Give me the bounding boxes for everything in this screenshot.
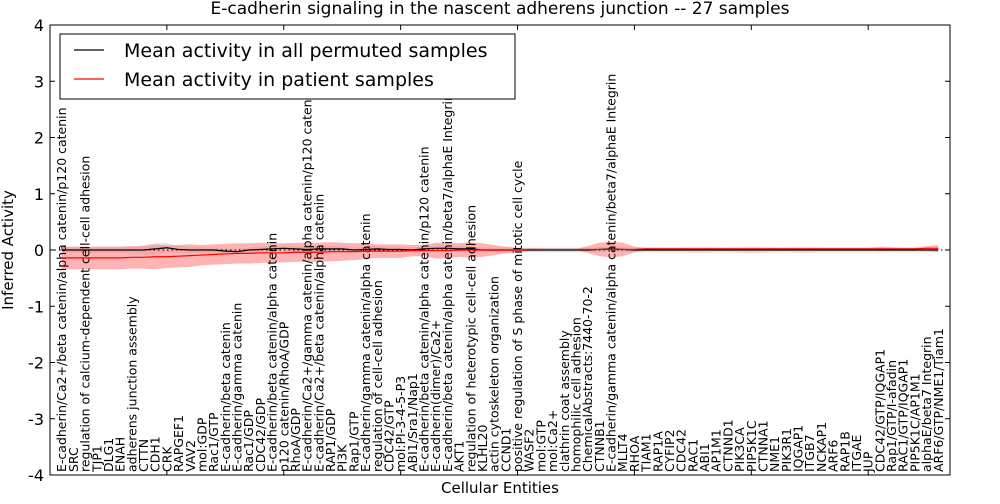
x-tick-label: E-cadherin/beta catenin/alpha catenin/be… <box>440 93 455 472</box>
x-tick-label: ABI1/Sra1/Nap1 <box>405 373 420 472</box>
x-tick-label: CDH1 <box>148 436 163 472</box>
y-tick-labels: -4 -3 -2 -1 0 1 2 3 4 <box>28 16 44 485</box>
x-tick-label: AP1M1 <box>709 429 724 472</box>
y-tick-label: 0 <box>34 241 44 260</box>
x-tick-label: NCKAP1 <box>814 422 829 472</box>
x-tick-label: mol:GDP <box>194 417 209 472</box>
x-tick-label: VAV2 <box>183 440 198 472</box>
chart-title: E-cadherin signaling in the nascent adhe… <box>211 0 790 19</box>
x-tick-label: ABI1 <box>697 443 712 472</box>
x-tick-labels: E-cadherin/Ca2+/beta catenin/alpha caten… <box>54 74 946 473</box>
x-tick-label: IQGAP1 <box>791 425 806 472</box>
x-tick-label: RAP1B <box>837 431 852 472</box>
x-tick-label: CDC42/GDP <box>253 397 268 472</box>
y-tick-label: -3 <box>28 410 44 429</box>
x-tick-label: E-cadherin/beta catenin/alpha catenin <box>265 233 280 472</box>
x-tick-label: PI3K <box>335 444 350 472</box>
x-tick-label: E-cadherin/Ca2+/beta catenin/alpha caten… <box>311 194 326 472</box>
y-tick-label: 1 <box>34 185 44 204</box>
x-tick-label: Rap1/GTP <box>346 411 361 472</box>
y-tick-label: 4 <box>34 16 44 35</box>
x-tick-label: KLHL20 <box>475 425 490 472</box>
x-tick-label: ENAH <box>113 437 128 472</box>
x-tick-label: alphaE/beta7 Integrin <box>919 336 934 472</box>
x-tick-label: regulation of cell-cell adhesion <box>370 280 385 472</box>
x-tick-label: CTTN <box>136 439 151 472</box>
x-tick-label: PIK3R1 <box>779 428 794 472</box>
x-tick-label: clathrin coat assembly <box>557 330 572 472</box>
x-tick-label: p120 catenin/RhoA/GDP <box>276 321 291 472</box>
x-tick-label: RHOA <box>627 435 642 472</box>
x-tick-label: CTNNB1 <box>592 420 607 472</box>
x-tick-label: regulation of heterotypic cell-cell adhe… <box>463 205 478 472</box>
x-tick-label: actin cytoskeleton organization <box>487 276 502 472</box>
x-tick-label: E-cadherin/beta catenin/alpha catenin/p1… <box>417 146 432 472</box>
x-tick-label: JUP <box>861 451 876 473</box>
x-tick-label: ITGAE <box>849 434 864 472</box>
x-tick-label: TIAM1 <box>639 433 654 473</box>
x-tick-label: DLG1 <box>101 438 116 472</box>
x-tick-label: RAC1/GTP/IQGAP1 <box>896 359 911 472</box>
x-tick-label: WASF2 <box>522 429 537 472</box>
x-tick-label: CYFIP2 <box>662 429 677 472</box>
x-tick-label: NME1 <box>767 436 782 472</box>
x-tick-label: AKT1 <box>452 441 467 472</box>
x-tick-label: E-cadherin/gamma catenin/alpha catenin/b… <box>604 74 619 472</box>
series-lines <box>61 247 939 259</box>
x-tick-label: E-cadherin/gamma catenin/alpha catenin <box>358 213 373 472</box>
y-tick-label: 3 <box>34 72 44 91</box>
x-tick-label: ARF6/GTP/NME1/Tiam1 <box>931 328 946 472</box>
x-axis-label: Cellular Entities <box>441 479 559 497</box>
legend: Mean activity in all permuted samples Me… <box>59 33 516 100</box>
x-tick-label: RAP1/GDP <box>323 408 338 472</box>
x-tick-label: mol:GTP <box>533 420 548 472</box>
x-tick-label: adherens junction assembly <box>124 296 139 472</box>
x-tick-label: Rac1/GDP <box>241 410 256 472</box>
x-tick-label: RAP1A <box>650 431 665 472</box>
x-tick-label: ITGB7 <box>802 434 817 472</box>
x-tick-label: ChemicalAbstracts:7440-70-2 <box>580 286 595 472</box>
x-tick-label: mol:PI-3-4-5-P3 <box>393 376 408 472</box>
x-tick-label: mol:Ca2+ <box>545 410 560 472</box>
legend-label-patient: Mean activity in patient samples <box>124 69 434 91</box>
x-tick-label: RhoA/GDP <box>288 408 303 472</box>
x-tick-label: Rac1/GTP <box>206 412 221 472</box>
x-tick-label: E-cadherin/gamma catenin <box>230 303 245 472</box>
x-tick-label: RAC1 <box>685 439 700 472</box>
y-tick-label: 2 <box>34 129 44 148</box>
x-tick-label: CDC42/GTP/IQGAP1 <box>872 349 887 472</box>
x-tick-label: E-cadherin(dimer)/Ca2+ <box>428 320 443 472</box>
x-tick-label: SRC <box>66 447 81 472</box>
line-patient <box>61 247 939 259</box>
y-tick-label: -1 <box>28 297 44 316</box>
x-tick-label: E-cadherin/beta catenin <box>218 322 233 472</box>
legend-box <box>59 33 516 100</box>
x-tick-label: Rap1/GTP/I-afadin <box>884 360 899 472</box>
x-tick-label: E-cadherin/Ca2+/gamma catenin/alpha cate… <box>300 88 315 472</box>
x-tick-label: TJP1 <box>89 445 104 473</box>
x-tick-label: regulation of calcium-dependent cell-cel… <box>78 156 93 472</box>
x-tick-label: CTNND1 <box>720 419 735 472</box>
x-tick-label: MLLT4 <box>615 433 630 472</box>
x-tick-label: RAPGEF1 <box>171 415 186 472</box>
x-tick-label: CCND1 <box>498 428 513 472</box>
y-tick-label: -4 <box>28 466 44 485</box>
x-tick-label: ARF6 <box>826 440 841 472</box>
x-tick-label: positive regulation of S phase of mitoti… <box>510 160 525 472</box>
y-axis-label: Inferred Activity <box>0 190 17 310</box>
x-tick-label: PIK3CA <box>732 427 747 472</box>
legend-label-permuted: Mean activity in all permuted samples <box>124 40 487 62</box>
x-tick-label: CRK <box>159 446 174 472</box>
plot-frame <box>49 24 951 476</box>
x-tick-label: CDC42/GTP <box>381 400 396 472</box>
x-tick-label: PIP5K1C <box>744 420 759 472</box>
y-tick-label: -2 <box>28 354 44 373</box>
x-tick-label: PIP5K1C/AP1M1 <box>907 373 922 472</box>
x-tick-label: homophilic cell adhesion <box>568 317 583 472</box>
x-tick-label: CTNNA1 <box>755 420 770 472</box>
x-tick-label: CDC42 <box>674 429 689 472</box>
x-tick-label: E-cadherin/Ca2+/beta catenin/alpha caten… <box>54 107 69 472</box>
